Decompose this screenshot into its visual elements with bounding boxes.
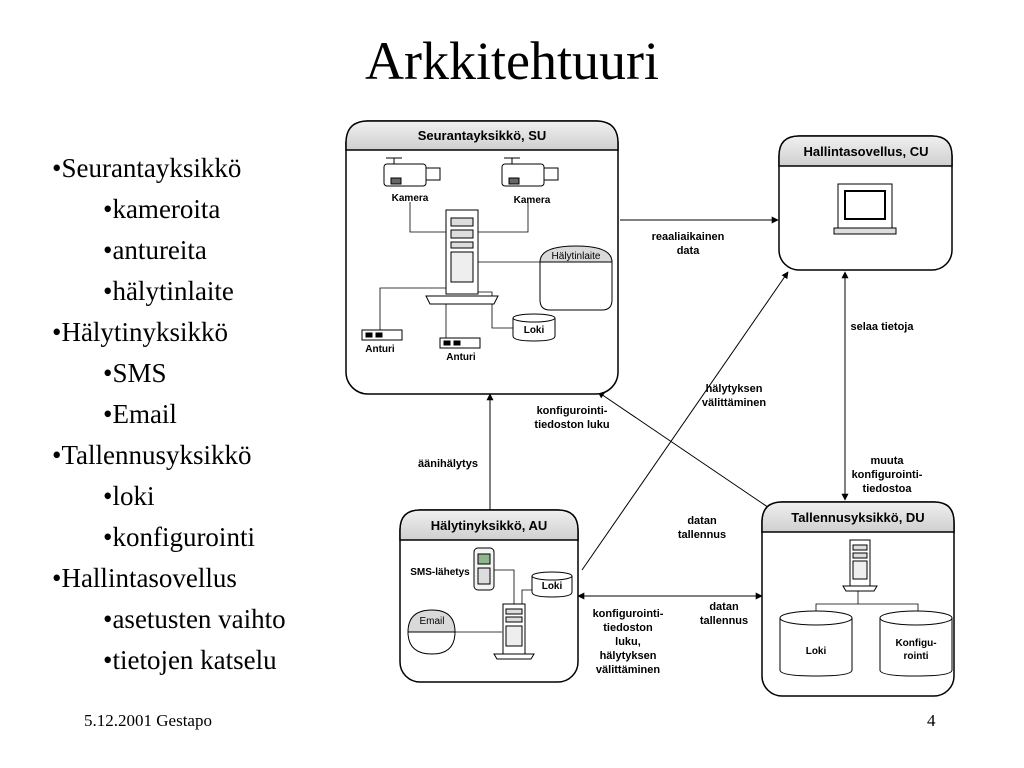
slide-title: Arkkitehtuuri [365,31,659,91]
edge-label: äänihälytys [418,458,478,470]
database-icon [779,610,853,677]
edge-label: tiedostoa [863,483,913,495]
bullet-item: •Hälytinyksikkö [52,317,228,347]
bullet-item: •hälytinlaite [103,276,234,306]
edge-label: selaa tietoja [851,321,915,333]
cu-box: Hallintasovellus, CU [778,135,953,271]
edge-label: tallennus [678,529,726,541]
su-box: Seurantayksikkö, SU Kamera Kamera [345,120,619,395]
bullet-item: •konfigurointi [103,522,255,552]
edge-label: datan [709,601,739,613]
edge-label: datan [687,515,717,527]
du-title: Tallennusyksikkö, DU [791,510,924,525]
monitor-icon [833,183,897,235]
bullet-item: •kameroita [103,194,221,224]
bullet-item: •Seurantayksikkö [52,153,242,183]
bullet-item: •Hallintasovellus [52,563,237,593]
au-wiring [455,569,532,633]
edge-label: tallennus [700,615,748,627]
bullet-item: •antureita [103,235,207,265]
edge-config-read [597,391,779,515]
camera-label: Kamera [514,195,551,206]
bullet-item: •Email [103,399,177,429]
sensor-label: Anturi [446,352,476,363]
edge-label: reaaliaikainen [652,231,725,243]
camera-label: Kamera [392,193,429,204]
sensor-icon [439,337,481,349]
bullet-item: •SMS [103,358,167,388]
server-icon [425,209,499,305]
config-label: rointi [904,651,929,662]
database-icon [512,313,556,342]
log-label: Loki [542,581,563,592]
log-label: Loki [524,325,545,336]
edge-label: konfigurointi- [537,405,608,417]
edge-labels: reaaliaikainen data selaa tietoja hälyty… [418,231,923,676]
edge-label: välittäminen [702,397,766,409]
bullet-item: •asetusten vaihto [103,604,286,634]
page-number: 4 [927,711,936,730]
edge-label: data [677,245,701,257]
su-title: Seurantayksikkö, SU [418,128,547,143]
edge-label: muuta [871,455,905,467]
sensor-label: Anturi [365,344,395,355]
edge-label: tiedoston [603,622,653,634]
email-label: Email [419,616,444,627]
database-icon [531,571,573,598]
config-label: Konfigu- [895,638,936,649]
bullet-list: •Seurantayksikkö •kameroita •antureita •… [52,148,286,681]
edge-label: konfigurointi- [852,469,923,481]
alarm-device-label: Hälytinlaite [552,251,601,262]
au-box: Hälytinyksikkö, AU SMS-lähetys Loki Emai… [399,509,579,683]
edge-label: hälytyksen [600,650,657,662]
database-icon [879,610,953,677]
camera-icon [501,157,559,187]
phone-icon [473,547,495,591]
email-icon [407,609,456,655]
bullet-item: •tietojen katselu [103,645,277,675]
edge-label: välittäminen [596,664,660,676]
bullet-item: •loki [103,481,155,511]
edge-label: hälytyksen [706,383,763,395]
edge-label: luku, [615,636,641,648]
log-label: Loki [806,646,827,657]
server-icon [493,603,535,660]
server-icon [842,539,878,592]
du-box: Tallennusyksikkö, DU Loki Konfigu- roint… [761,501,955,697]
au-title: Hälytinyksikkö, AU [431,518,548,533]
edge-label: konfigurointi- [593,608,664,620]
su-wiring [379,202,540,338]
cu-title: Hallintasovellus, CU [804,144,929,159]
footer-date: 5.12.2001 Gestapo [84,711,212,730]
du-wiring [815,590,919,612]
sms-label: SMS-lähetys [410,567,470,578]
camera-icon [383,157,441,187]
edge-label: tiedoston luku [534,419,609,431]
sensor-icon [361,329,403,341]
alarm-device: Hälytinlaite [539,245,613,311]
connector-lines [486,216,849,600]
bullet-item: •Tallennusyksikkö [52,440,252,470]
